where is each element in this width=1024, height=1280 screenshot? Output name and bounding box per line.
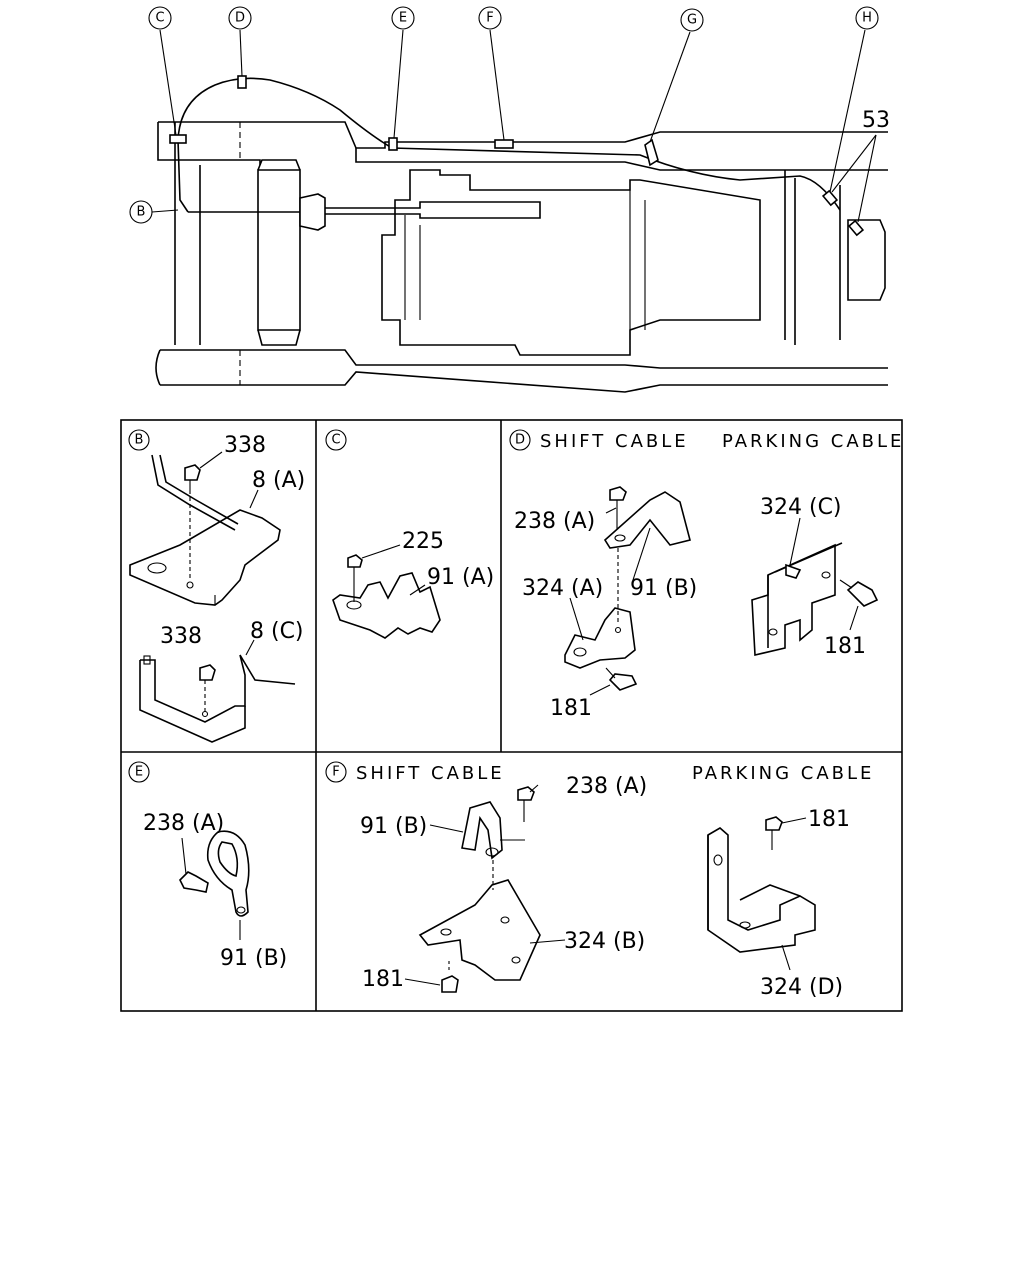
svg-text:E: E <box>399 11 407 26</box>
f-heading-parking-cable: PARKING CABLE <box>692 763 874 784</box>
f-label-238a: 238 (A) <box>566 774 647 799</box>
part-label-53: 53 <box>862 108 890 133</box>
d-label-238a: 238 (A) <box>514 509 595 534</box>
svg-text:D: D <box>235 11 245 26</box>
panel-f-callout: F <box>332 765 339 780</box>
detail-grid <box>120 419 903 1012</box>
callout-f: F <box>478 6 502 30</box>
panel-b-callout: B <box>135 433 144 448</box>
e-label-91b: 91 (B) <box>220 946 287 971</box>
f-label-181-left: 181 <box>362 967 404 992</box>
f-label-91b: 91 (B) <box>360 814 427 839</box>
f-label-324d: 324 (D) <box>760 975 843 1000</box>
panel-e-callout: E <box>135 765 143 780</box>
panel-f: F SHIFT CABLE PARKING CABLE 238 (A) 91 (… <box>325 761 874 1000</box>
svg-text:F: F <box>486 11 493 26</box>
c-label-91a: 91 (A) <box>427 565 494 590</box>
d-label-181-right: 181 <box>824 634 866 659</box>
svg-text:C: C <box>155 11 164 26</box>
panel-e: E 238 (A) 91 (B) <box>128 761 287 971</box>
f-label-181-right: 181 <box>808 807 850 832</box>
svg-text:H: H <box>862 11 872 26</box>
d-label-324a: 324 (A) <box>522 576 603 601</box>
panel-c: C 225 91 (A) <box>325 429 494 639</box>
e-label-238a: 238 (A) <box>143 811 224 836</box>
callout-c: C <box>148 6 172 30</box>
d-label-91b: 91 (B) <box>630 576 697 601</box>
svg-text:B: B <box>137 205 146 220</box>
callout-h: H <box>855 6 879 30</box>
chassis-overview <box>151 29 888 393</box>
d-label-181-left: 181 <box>550 696 592 721</box>
d-heading-shift-cable: SHIFT CABLE <box>540 431 689 452</box>
callout-d: D <box>228 6 252 30</box>
panel-d: D SHIFT CABLE PARKING CABLE 238 (A) 91 (… <box>509 429 904 721</box>
b-label-8a: 8 (A) <box>252 468 305 493</box>
f-heading-shift-cable: SHIFT CABLE <box>356 763 505 784</box>
b-label-338-top: 338 <box>224 433 266 458</box>
f-label-324b: 324 (B) <box>564 929 645 954</box>
c-label-225: 225 <box>402 529 444 554</box>
svg-text:G: G <box>687 13 697 28</box>
callout-e: E <box>391 6 415 30</box>
d-heading-parking-cable: PARKING CABLE <box>722 431 904 452</box>
d-label-324c: 324 (C) <box>760 495 842 520</box>
b-label-8c: 8 (C) <box>250 619 304 644</box>
callout-g: G <box>680 8 704 32</box>
b-label-338-bottom: 338 <box>160 624 202 649</box>
panel-c-callout: C <box>331 433 340 448</box>
panel-b: B 338 8 (A) 338 8 (C) <box>128 429 305 743</box>
panel-d-callout: D <box>515 433 525 448</box>
callout-b: B <box>129 200 153 224</box>
